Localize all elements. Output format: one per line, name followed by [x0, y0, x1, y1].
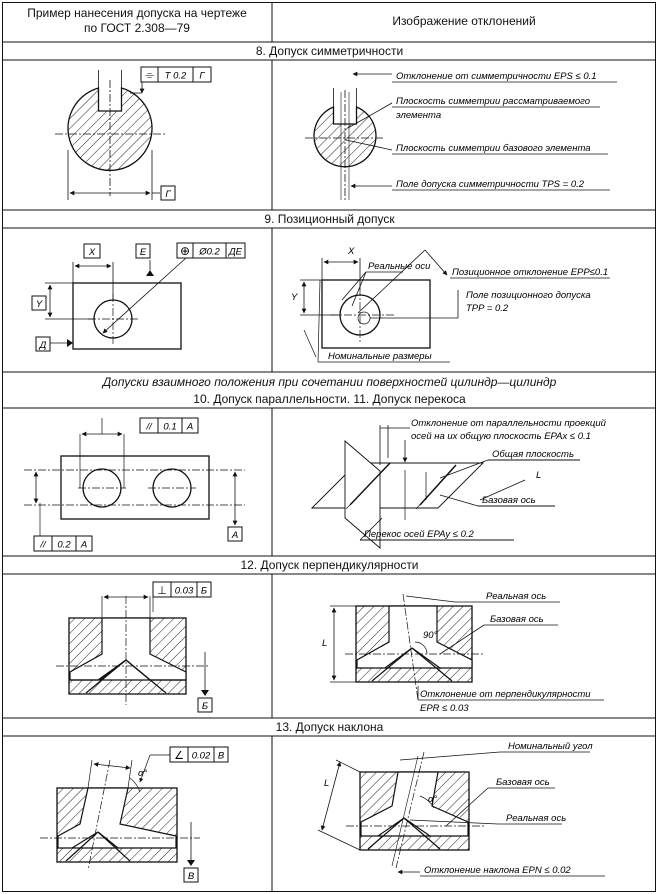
- s9-label-epp: Позиционное отклонение EPP≤0.1: [452, 267, 608, 278]
- s10-datum-label: А: [231, 530, 238, 541]
- s10-frame1-value: 0.1: [163, 422, 176, 433]
- s13-label-angle-right: α°: [428, 794, 437, 805]
- s13-frame-value: 0.02: [192, 751, 211, 762]
- s8-datum-label: Г: [165, 189, 171, 200]
- s12-label-dim: L: [322, 638, 327, 649]
- s10-label-l: L: [536, 470, 541, 481]
- s9-left-boxes: X Y Е Д ⊕ Ø0.2 ДЕ: [31, 242, 246, 352]
- s9-datum-e: Е: [140, 247, 147, 258]
- s8-label-plane1-b: элемента: [396, 110, 441, 121]
- s9-dim-x: X: [88, 247, 96, 258]
- header-col2: Изображение отклонений: [392, 14, 536, 28]
- s10-frame1-symbol: //: [145, 422, 153, 433]
- s9-frame-symbol: ⊕: [180, 244, 190, 258]
- header-col1: Пример нанесения допуска на чертеже по Г…: [2, 6, 272, 36]
- s9-datum-d: Д: [39, 340, 47, 351]
- s8-datum: Г: [160, 185, 176, 201]
- header-col1-line2: по ГОСТ 2.308—79: [84, 21, 190, 35]
- s10-left-drawing: [24, 418, 245, 536]
- s10-frame2-datum: А: [80, 540, 87, 551]
- s10-label-epax-b: осей на их общую плоскость EPAx ≤ 0.1: [411, 431, 591, 442]
- s8-leaders: [392, 81, 617, 191]
- s13-frame-datum: В: [218, 751, 225, 762]
- s10-label-epay: Перекос осей EPAy ≤ 0.2: [364, 529, 475, 540]
- section-title-combo: Допуски взаимного положения при сочетани…: [102, 375, 557, 389]
- s10-frame1-datum: А: [186, 422, 193, 433]
- s9-right-y: Y: [291, 292, 298, 303]
- s10-label-base-axis: Базовая ось: [482, 495, 536, 506]
- s12-label-epr-b: EPR ≤ 0.03: [420, 703, 469, 714]
- s10-label-plane: Общая плоскость: [492, 449, 574, 460]
- s12-label-real-axis: Реальная ось: [486, 591, 546, 602]
- s9-frame-datum: ДЕ: [228, 247, 243, 258]
- s13-label-real-axis: Реальная ось: [506, 813, 566, 824]
- s9-label-axes: Реальные оси: [368, 261, 431, 272]
- s13-label-nominal-angle: Номинальный угол: [508, 741, 593, 752]
- s12-label-base-axis: Базовая ось: [490, 614, 544, 625]
- s12-left-frames: ⊥ 0.03 Б Б: [152, 581, 213, 713]
- s8-left-drawing: [55, 70, 165, 200]
- s12-frame-datum: Б: [201, 586, 207, 597]
- s8-label-eps: Отклонение от симметричности EPS ≤ 0.1: [396, 71, 597, 82]
- s8-label-plane2: Плоскость симметрии базового элемента: [396, 143, 591, 154]
- s13-left-drawing: [40, 759, 200, 871]
- s8-frame-value: T 0.2: [165, 71, 187, 82]
- s10-frame2-value: 0.2: [57, 540, 71, 551]
- s12-datum-label: Б: [202, 701, 208, 712]
- s9-label-tpp: Поле позиционного допуска: [466, 290, 591, 301]
- s12-frame-symbol: ⊥: [157, 585, 167, 597]
- s8-frame-symbol: ⌯: [145, 70, 154, 82]
- s8-label-tps: Поле допуска симметричности TPS = 0.2: [396, 179, 585, 190]
- s9-label-tpp-b: TPP = 0.2: [466, 303, 509, 314]
- s13-right-drawing: [317, 751, 605, 877]
- s12-frame-value: 0.03: [175, 586, 194, 597]
- s9-frame-value: Ø0.2: [198, 247, 220, 258]
- s9-right-drawing: [300, 249, 610, 363]
- s12-right-drawing: [330, 593, 604, 701]
- section-title-9: 9. Позиционный допуск: [264, 212, 395, 226]
- header-col1-line1: Пример нанесения допуска на чертеже: [27, 6, 247, 20]
- s13-datum-label: В: [188, 871, 195, 882]
- section-title-10: 10. Допуск параллельности. 11. Допуск пе…: [193, 392, 466, 406]
- s8-right-drawing: [305, 71, 393, 200]
- section-title-12: 12. Допуск перпендикулярности: [240, 558, 419, 572]
- section-title-13: 13. Допуск наклона: [275, 720, 384, 734]
- s12-left-drawing: [56, 594, 210, 705]
- s12-label-angle: 90°: [423, 630, 438, 641]
- s13-label-base-axis: Базовая ось: [496, 777, 550, 788]
- s8-frame-datum: Г: [199, 71, 205, 82]
- s8-label-plane1: Плоскость симметрии рассматриваемого: [396, 96, 590, 107]
- s12-label-epr: Отклонение от перпендикулярности: [420, 689, 591, 700]
- s9-left-drawing: [45, 250, 187, 350]
- s13-label-epn: Отклонение наклона EPN ≤ 0.02: [424, 865, 571, 876]
- s10-left-frames: // 0.1 А // 0.2 А А: [33, 417, 243, 552]
- s9-dim-y: Y: [36, 299, 43, 310]
- s13-left-frames: ∠ 0.02 В В: [139, 746, 229, 883]
- s13-label-angle-left: α°: [138, 768, 147, 779]
- s8-frame: ⌯ T 0.2 Г: [140, 66, 212, 83]
- section-title-8: 8. Допуск симметричности: [255, 44, 404, 58]
- s10-frame2-symbol: //: [39, 540, 47, 551]
- s9-right-x: X: [347, 246, 355, 257]
- s13-frame-symbol: ∠: [174, 750, 184, 762]
- s13-label-dim: L: [324, 778, 329, 789]
- s10-label-epax: Отклонение от параллельности проекций: [411, 418, 607, 429]
- s9-label-nominal: Номинальные размеры: [328, 351, 432, 362]
- s10-right-drawing: [310, 425, 580, 549]
